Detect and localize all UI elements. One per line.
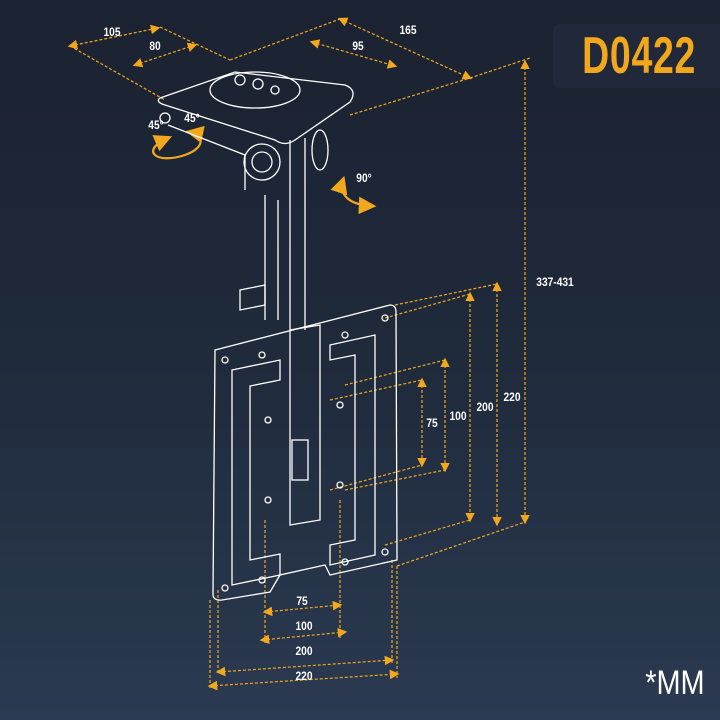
vesa-h-220: 220 (295, 669, 313, 683)
vesa-v-100: 100 (449, 409, 467, 423)
swivel-right-label: 45° (184, 111, 200, 125)
vesa-h-200: 200 (295, 644, 313, 658)
model-badge: D0422 (553, 24, 720, 88)
ceiling-mount-drawing (157, 71, 354, 330)
dim-plate-width-inner: 80 (149, 39, 161, 53)
vesa-h-75: 75 (296, 594, 308, 608)
tilt-label: 90° (356, 171, 372, 185)
rotation-arrows (152, 125, 377, 215)
vesa-h-100: 100 (295, 619, 313, 633)
height-range-label: 337-431 (536, 275, 574, 289)
vesa-v-220: 220 (503, 390, 521, 404)
swivel-left-label: 45° (148, 118, 164, 132)
dimension-lines (67, 17, 531, 691)
vesa-v-75: 75 (426, 416, 438, 430)
model-number: D0422 (582, 27, 696, 85)
vesa-plate-drawing (212, 304, 398, 601)
dim-plate-length-outer: 165 (399, 23, 417, 37)
dim-plate-width-outer: 105 (103, 25, 121, 39)
unit-label: *MM (645, 664, 705, 702)
vesa-v-200: 200 (476, 400, 494, 414)
dim-plate-length-inner: 95 (352, 39, 364, 53)
